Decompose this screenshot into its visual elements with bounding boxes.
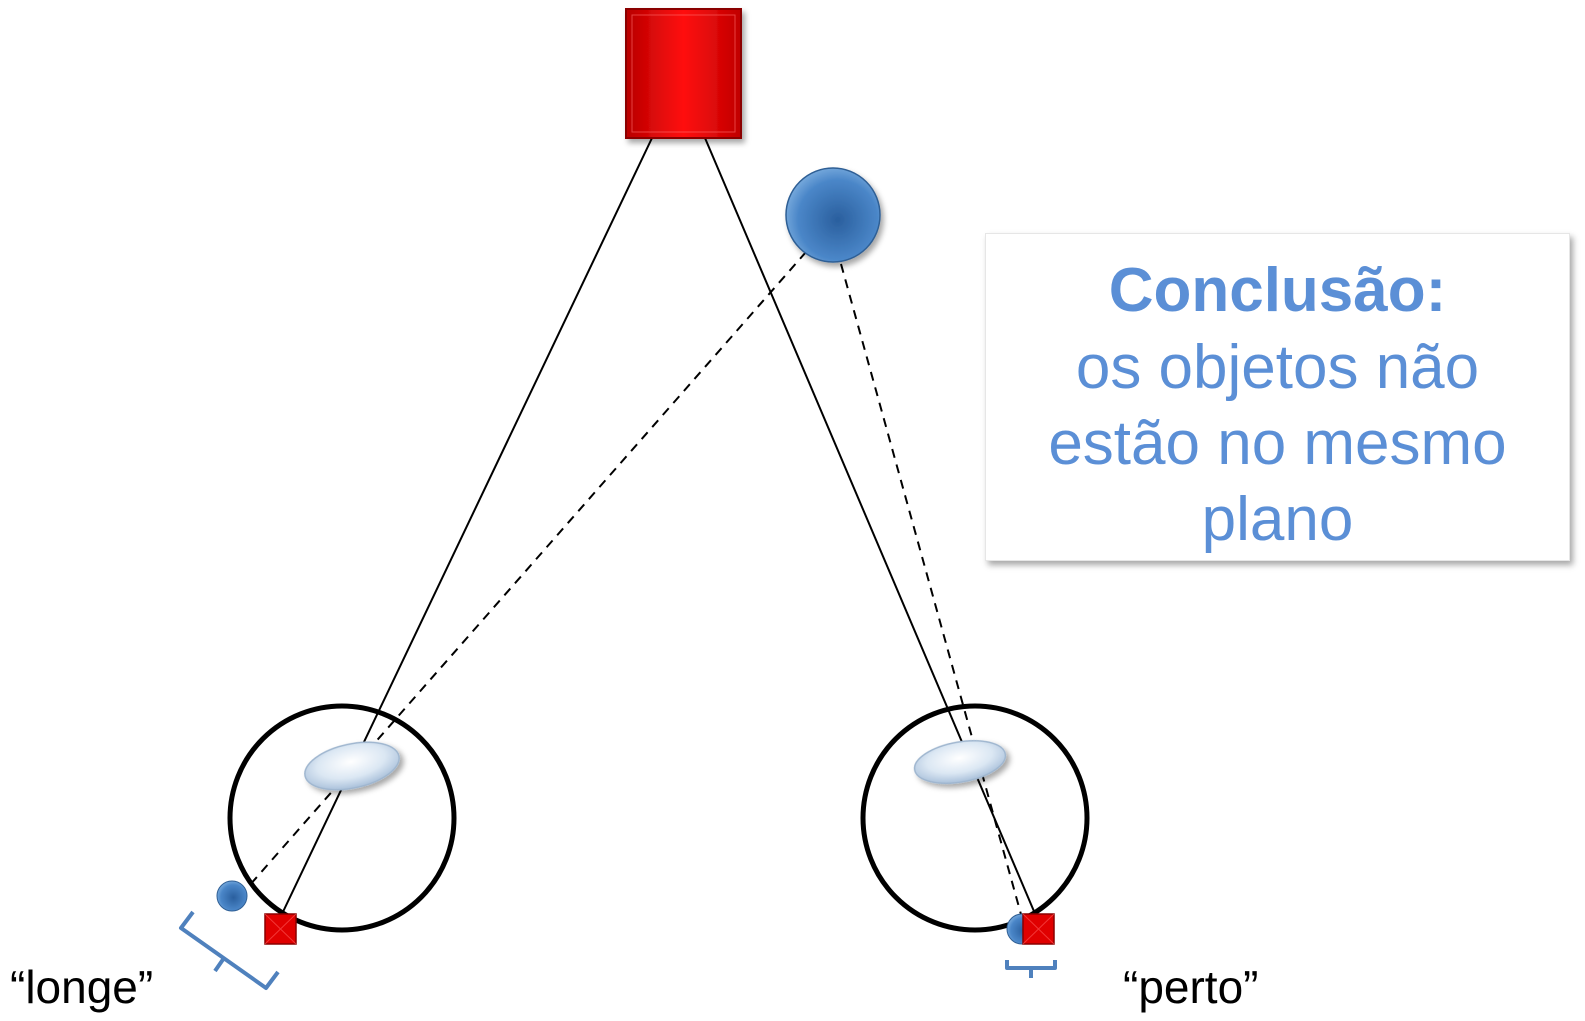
conclusion-body: os objetos não estão no mesmo plano <box>1048 333 1507 554</box>
conclusion-callout: Conclusão: os objetos não estão no mesmo… <box>985 233 1570 561</box>
label-longe: “longe” <box>10 961 154 1013</box>
conclusion-title: Conclusão: <box>1108 256 1447 325</box>
label-perto: “perto” <box>1123 961 1259 1013</box>
blue-ball-object <box>785 167 881 263</box>
dashed-line-blue-to-left-retina <box>248 251 807 887</box>
left-retina-blue-image <box>216 880 248 912</box>
red-square-object <box>625 8 742 139</box>
left-retina-red-image <box>264 913 297 945</box>
left-disparity-bracket <box>179 910 280 990</box>
right-eye <box>860 703 1090 933</box>
left-eye-lens <box>304 741 400 791</box>
right-retina-red-image <box>1022 913 1055 945</box>
line-red-to-right-retina <box>704 137 1037 917</box>
dashed-line-blue-to-right-retina <box>840 263 1023 919</box>
right-disparity-bracket <box>1005 960 1057 978</box>
right-eye-lens <box>913 739 1007 785</box>
left-eye <box>227 703 457 933</box>
line-red-to-left-retina <box>280 137 653 917</box>
